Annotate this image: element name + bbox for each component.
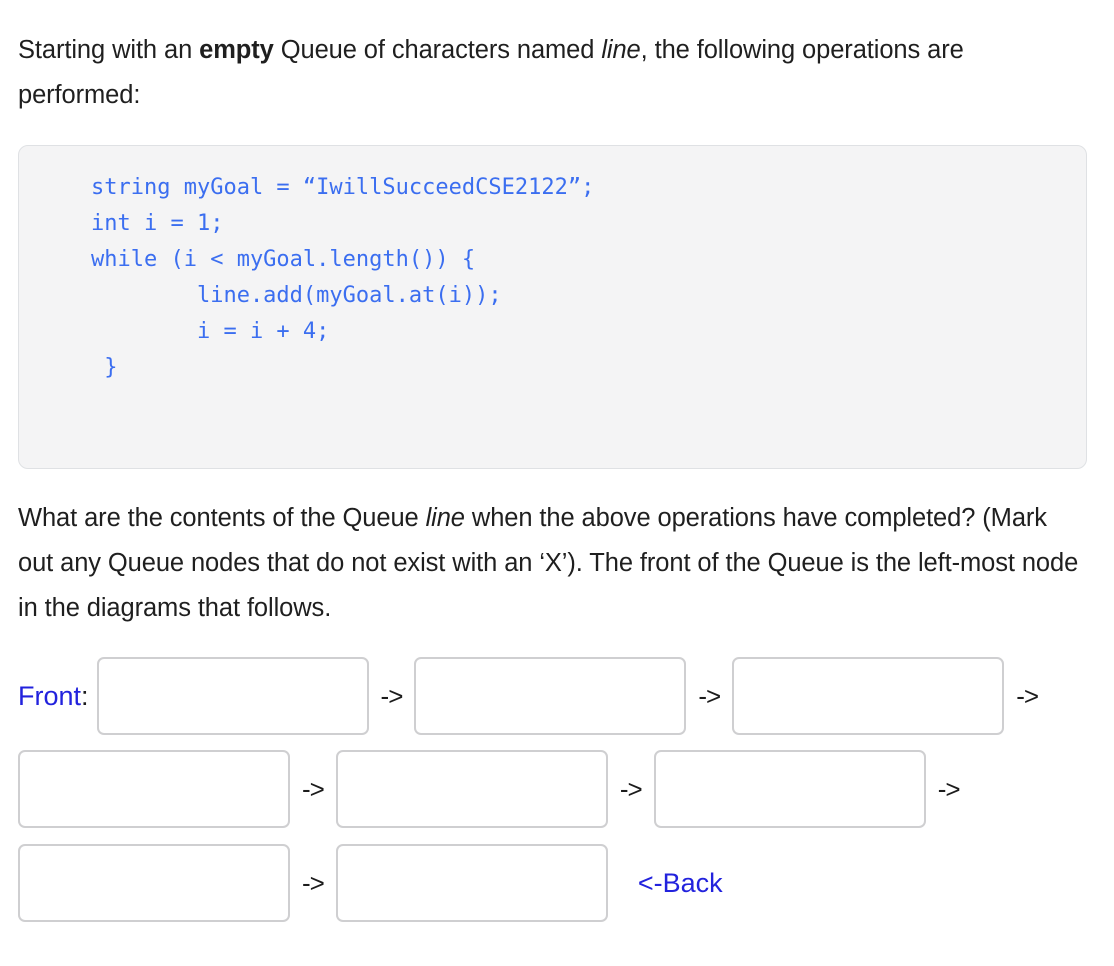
question-variable-1: line [425, 504, 465, 532]
queue-node[interactable] [732, 657, 1005, 735]
queue-row-1: Front: -> -> -> [0, 653, 1114, 739]
queue-row-3: -> <-Back [0, 840, 1114, 926]
intro-text-0: Starting with an [18, 36, 200, 64]
intro-text-4: , the following operations are performed… [18, 36, 964, 109]
question-paragraph: What are the contents of the Queue line … [18, 496, 1084, 631]
intro-text-2: Queue of characters named [273, 36, 602, 64]
question-text-2: when the above operations have completed… [18, 504, 1079, 622]
intro-emphasis-1: empty [199, 36, 274, 64]
queue-diagram: Front: -> -> -> -> -> -> -> <-Back [0, 645, 1114, 945]
queue-node[interactable] [653, 750, 926, 828]
queue-arrow-icon: -> [380, 681, 404, 711]
queue-node[interactable] [414, 657, 687, 735]
queue-node[interactable] [96, 657, 369, 735]
back-label: <-Back [637, 867, 723, 898]
code-listing: string myGoal = “IwillSucceedCSE2122”; i… [91, 175, 595, 380]
queue-row-2: -> -> -> [0, 746, 1114, 832]
queue-arrow-icon: -> [698, 681, 721, 711]
queue-node[interactable] [18, 844, 290, 922]
front-label-text: Front [18, 680, 82, 711]
front-label: Front: [18, 680, 89, 711]
intro-variable-3: line [601, 36, 641, 64]
queue-arrow-icon: -> [1016, 681, 1039, 711]
queue-node[interactable] [335, 750, 608, 828]
front-label-colon: : [81, 680, 89, 711]
queue-arrow-icon: -> [302, 868, 325, 898]
queue-arrow-icon: -> [937, 774, 961, 804]
queue-arrow-icon: -> [302, 774, 325, 804]
intro-paragraph: Starting with an empty Queue of characte… [18, 28, 1088, 118]
question-text-0: What are the contents of the Queue [18, 504, 426, 532]
queue-arrow-icon: -> [619, 774, 643, 804]
code-block: string myGoal = “IwillSucceedCSE2122”; i… [18, 145, 1087, 469]
queue-node[interactable] [18, 750, 290, 828]
queue-node[interactable] [335, 844, 608, 922]
